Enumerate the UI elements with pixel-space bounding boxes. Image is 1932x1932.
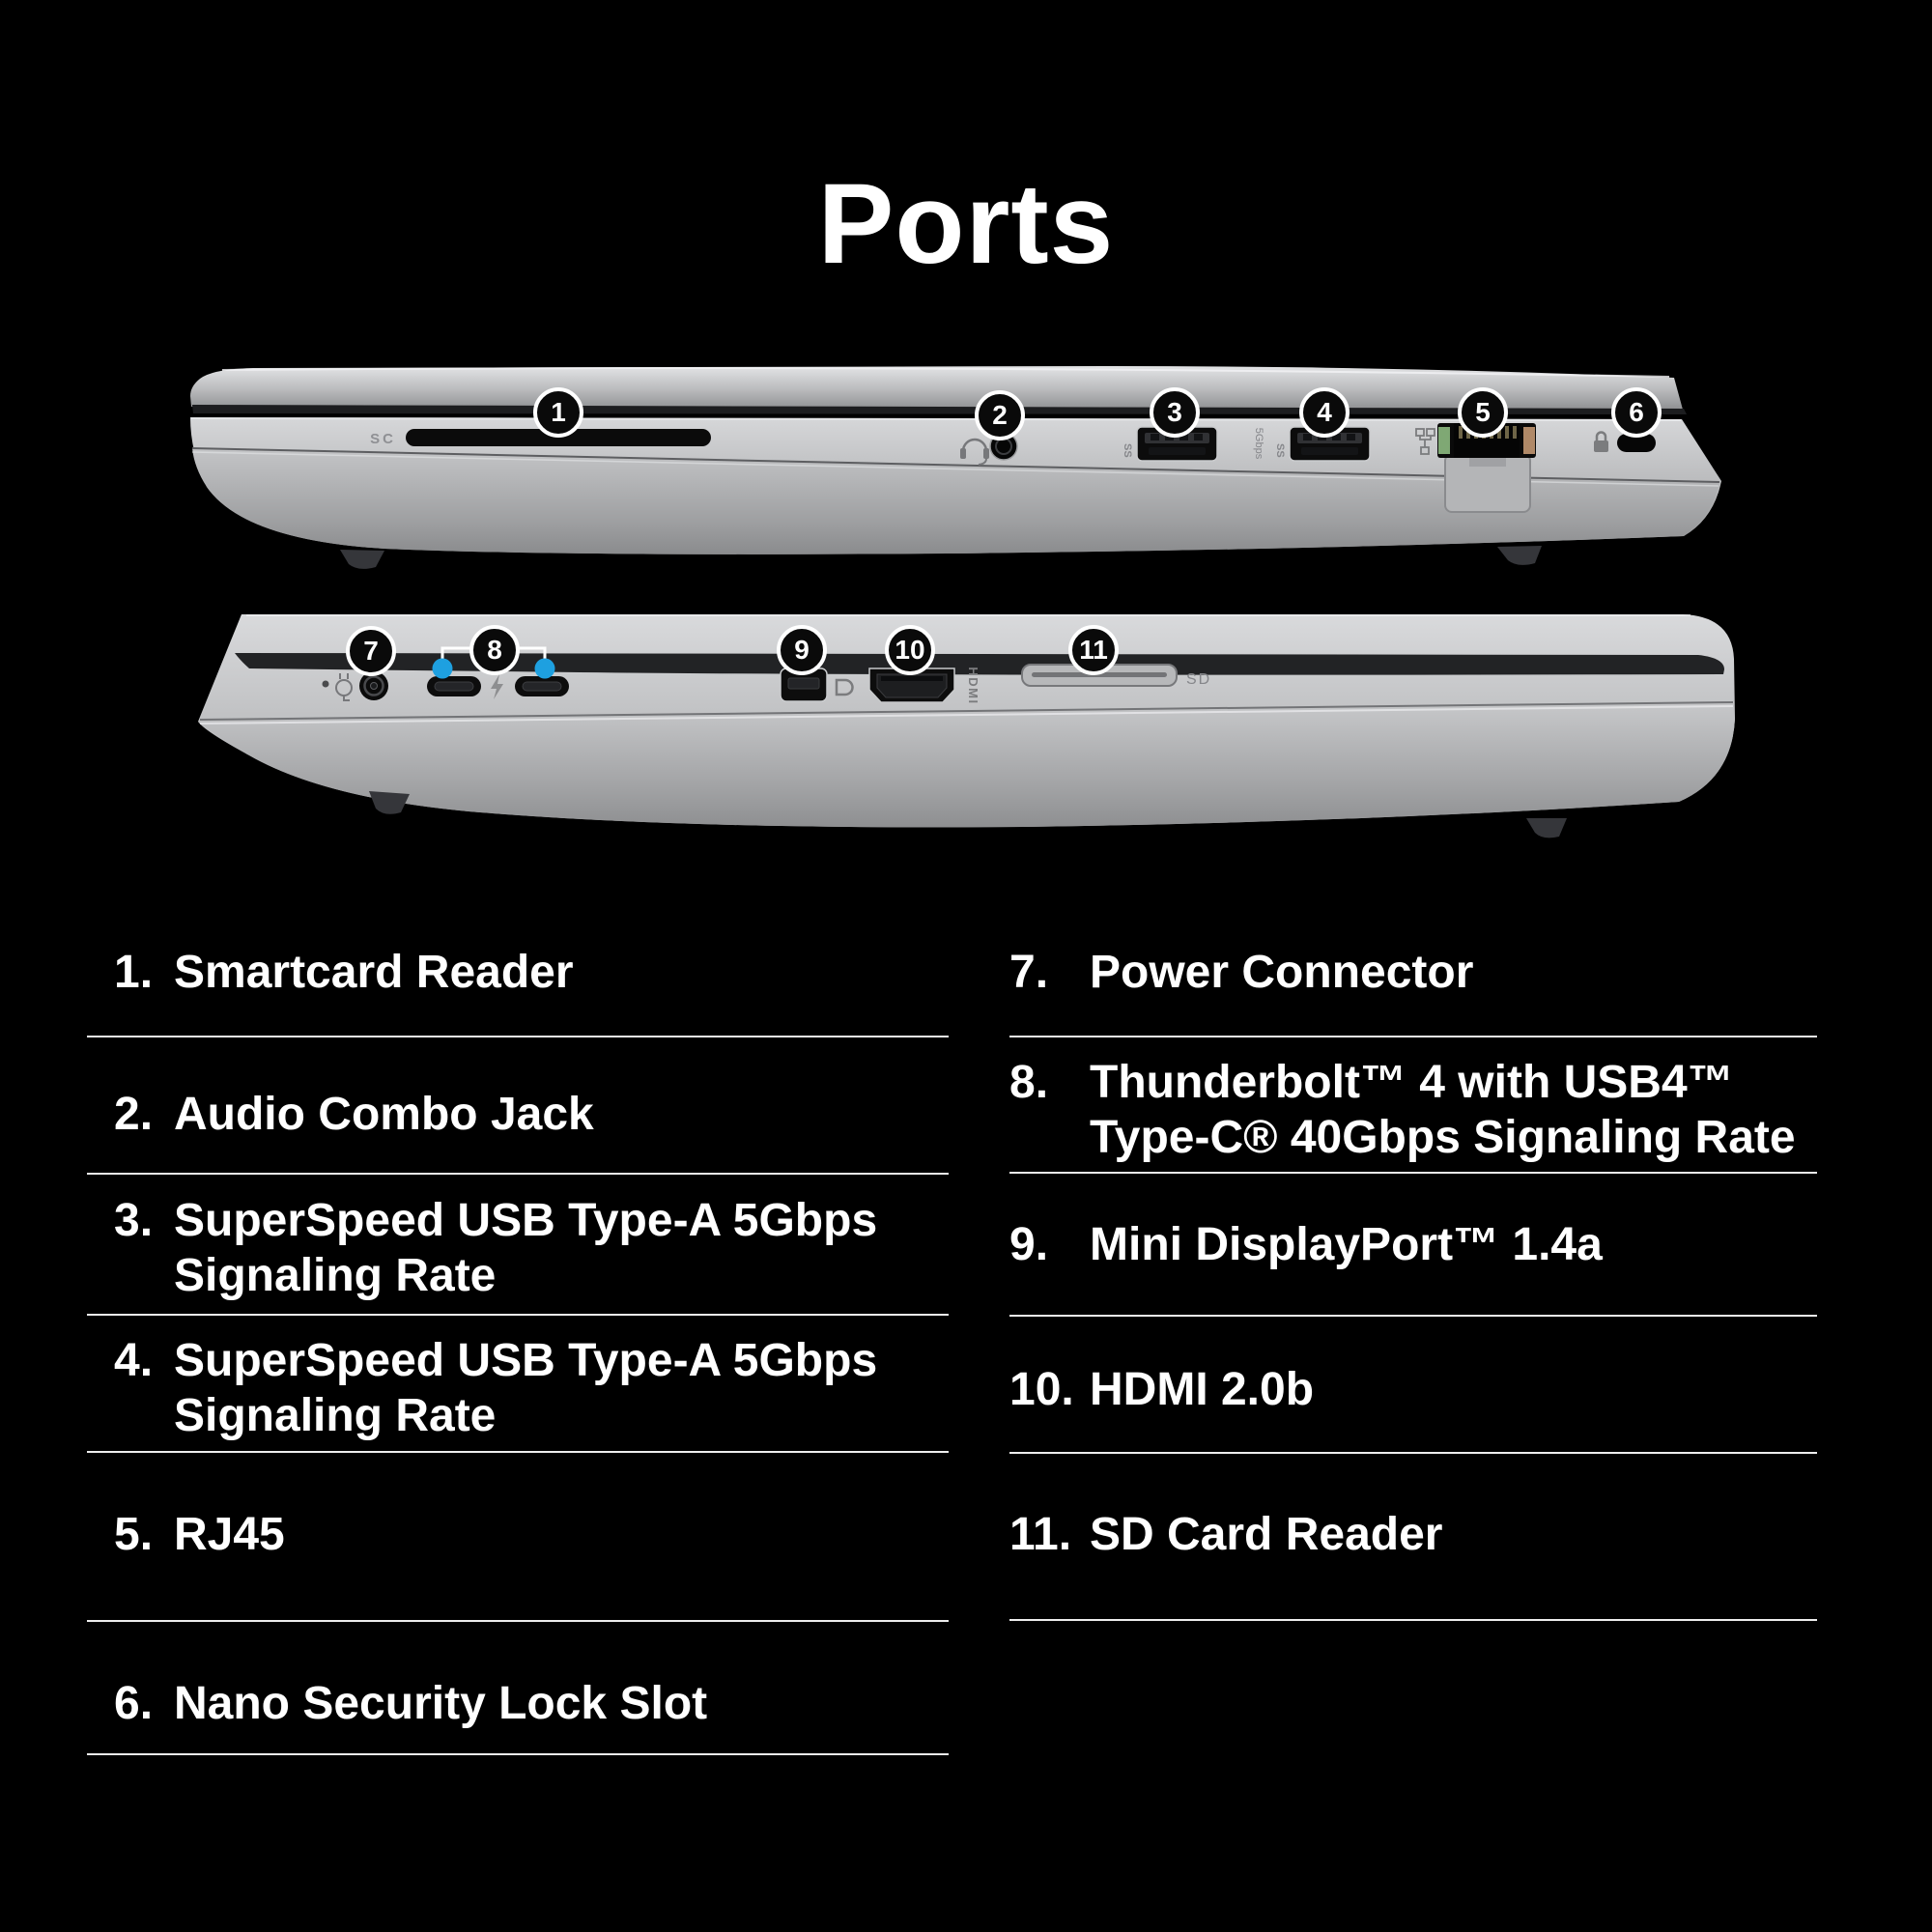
list-item-line: SD Card Reader bbox=[1090, 1509, 1443, 1560]
divider bbox=[1009, 1619, 1817, 1621]
divider bbox=[1009, 1036, 1817, 1037]
list-item-number: 1. bbox=[114, 947, 154, 998]
list-item-number: 3. bbox=[114, 1195, 154, 1246]
list-item-number: 9. bbox=[1009, 1219, 1049, 1270]
port-list-item: 6. Nano Security Lock Slot bbox=[114, 1676, 707, 1731]
sd-label: SD bbox=[1186, 671, 1211, 688]
list-item-label: Audio Combo Jack bbox=[174, 1087, 594, 1142]
list-item-line: Power Connector bbox=[1090, 947, 1474, 998]
ethernet-icon bbox=[1415, 428, 1435, 455]
divider bbox=[1009, 1452, 1817, 1454]
superspeed-icon: SS bbox=[1274, 443, 1286, 458]
thunderbolt-port-2 bbox=[515, 676, 569, 696]
port-list-item: 7. Power Connector bbox=[1009, 945, 1473, 1000]
hdmi-label: HDMI bbox=[966, 667, 980, 704]
list-item-line: SuperSpeed USB Type-A 5Gbps bbox=[174, 1195, 878, 1246]
port-list-item: 9. Mini DisplayPort™ 1.4a bbox=[1009, 1217, 1603, 1272]
divider bbox=[87, 1314, 949, 1316]
callout-badge-1: 1 bbox=[533, 387, 583, 438]
callout-badge-9: 9 bbox=[777, 625, 827, 675]
divider bbox=[87, 1753, 949, 1755]
callout-badge-3: 3 bbox=[1150, 387, 1200, 438]
thunderbolt-port-1 bbox=[427, 676, 481, 696]
list-item-number: 6. bbox=[114, 1678, 154, 1729]
list-item-number: 7. bbox=[1009, 947, 1049, 998]
lock-icon bbox=[1594, 431, 1608, 452]
superspeed-icon: SS bbox=[1122, 443, 1133, 458]
port-list-item: 5. RJ45 bbox=[114, 1507, 285, 1562]
laptop2-hinge-gap bbox=[235, 653, 1724, 675]
thunderbolt-marker-dot-2 bbox=[534, 658, 555, 679]
laptop2-body bbox=[198, 614, 1735, 828]
list-item-label: SD Card Reader bbox=[1090, 1507, 1442, 1562]
list-item-line: Thunderbolt™ 4 with USB4™ bbox=[1090, 1057, 1734, 1108]
rj45-latch bbox=[1444, 453, 1531, 513]
list-item-line: Nano Security Lock Slot bbox=[174, 1678, 708, 1729]
callout-badge-7: 7 bbox=[346, 626, 396, 676]
divider bbox=[87, 1173, 949, 1175]
list-item-line: Signaling Rate bbox=[174, 1390, 497, 1441]
list-item-line: Smartcard Reader bbox=[174, 947, 574, 998]
divider bbox=[1009, 1172, 1817, 1174]
five-gbps-icon: 5Gbps bbox=[1253, 428, 1264, 460]
port-list-item: 10. HDMI 2.0b bbox=[1009, 1362, 1314, 1417]
displayport-icon bbox=[835, 678, 854, 696]
power-led bbox=[322, 680, 329, 688]
laptop1-foot-right bbox=[1497, 546, 1542, 565]
laptop1-body bbox=[190, 417, 1721, 554]
list-item-label: Nano Security Lock Slot bbox=[174, 1676, 707, 1731]
list-item-line: SuperSpeed USB Type-A 5Gbps bbox=[174, 1335, 878, 1386]
list-item-label: Power Connector bbox=[1090, 945, 1473, 1000]
divider bbox=[87, 1451, 949, 1453]
thunderbolt-marker-dot-1 bbox=[432, 658, 453, 679]
divider bbox=[87, 1036, 949, 1037]
callout-badge-2: 2 bbox=[975, 390, 1025, 440]
port-list-item: 11. SD Card Reader bbox=[1009, 1507, 1442, 1562]
laptop2-foot-left bbox=[369, 791, 410, 814]
callout-badge-8: 8 bbox=[469, 625, 520, 675]
smartcard-label: SC bbox=[370, 431, 396, 447]
port-list-item: 2. Audio Combo Jack bbox=[114, 1087, 594, 1142]
callout-badge-11: 11 bbox=[1068, 625, 1119, 675]
list-item-label: Smartcard Reader bbox=[174, 945, 574, 1000]
laptop-left-side-view: HDMI SD bbox=[198, 614, 1735, 838]
laptop2-lower-body bbox=[199, 705, 1735, 828]
list-item-label: Mini DisplayPort™ 1.4a bbox=[1090, 1217, 1603, 1272]
list-item-line: HDMI 2.0b bbox=[1090, 1364, 1315, 1415]
callout-badge-4: 4 bbox=[1299, 387, 1350, 438]
port-list-item: 1. Smartcard Reader bbox=[114, 945, 574, 1000]
list-item-number: 10. bbox=[1009, 1364, 1074, 1415]
callout-badge-6: 6 bbox=[1611, 387, 1662, 438]
callout-badge-5: 5 bbox=[1458, 387, 1508, 438]
list-item-number: 5. bbox=[114, 1509, 154, 1560]
list-item-line: Mini DisplayPort™ 1.4a bbox=[1090, 1219, 1603, 1270]
list-item-number: 4. bbox=[114, 1335, 154, 1386]
power-plug-icon bbox=[335, 673, 353, 701]
list-item-line: Signaling Rate bbox=[174, 1250, 497, 1301]
list-item-number: 2. bbox=[114, 1089, 154, 1140]
divider bbox=[1009, 1315, 1817, 1317]
laptop1-lower-body bbox=[192, 448, 1719, 554]
list-item-label: HDMI 2.0b bbox=[1090, 1362, 1314, 1417]
thunderbolt-icon bbox=[491, 674, 503, 699]
divider bbox=[87, 1620, 949, 1622]
page-title: Ports bbox=[817, 160, 1115, 289]
laptop1-foot-left bbox=[340, 550, 384, 569]
list-item-number: 11. bbox=[1009, 1509, 1072, 1560]
list-item-label: RJ45 bbox=[174, 1507, 285, 1562]
list-item-line: RJ45 bbox=[174, 1509, 285, 1560]
list-item-line: Audio Combo Jack bbox=[174, 1089, 594, 1140]
headset-icon bbox=[960, 438, 989, 466]
laptop2-foot-right bbox=[1526, 818, 1567, 838]
callout-badge-10: 10 bbox=[885, 625, 935, 675]
list-item-number: 8. bbox=[1009, 1057, 1049, 1108]
list-item-line: Type-C® 40Gbps Signaling Rate bbox=[1090, 1112, 1796, 1163]
